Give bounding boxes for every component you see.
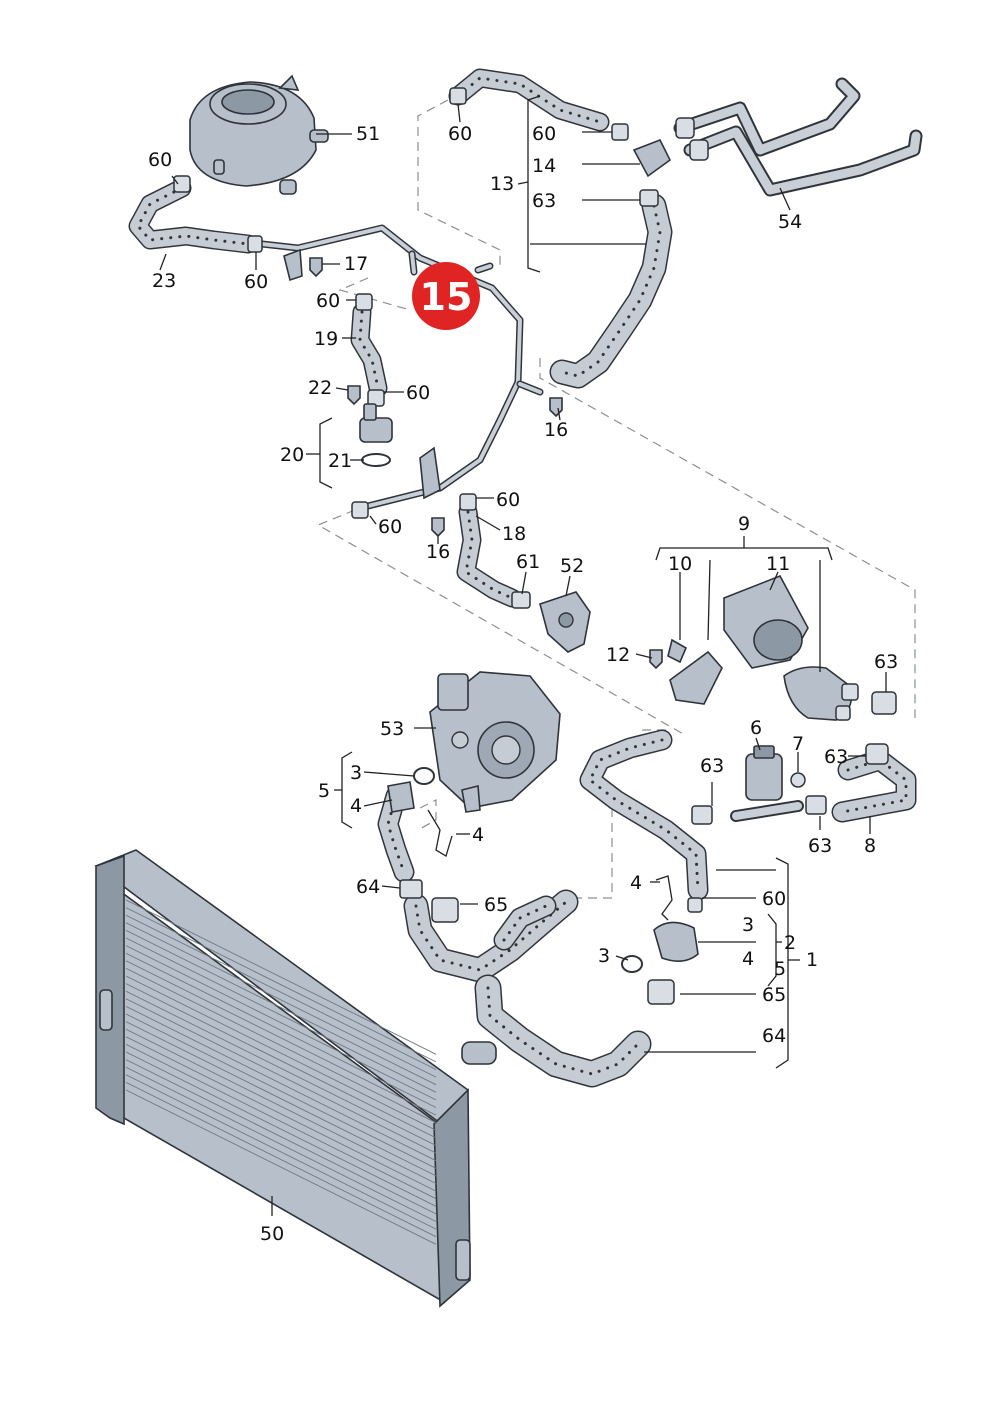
label-17: 17 <box>344 253 368 275</box>
hose-top-upper <box>448 68 610 132</box>
label-4-a: 4 <box>350 795 362 817</box>
label-63-r: 63 <box>874 651 898 673</box>
label-63-m: 63 <box>700 755 724 777</box>
label-18: 18 <box>502 523 526 545</box>
hose-right-13 <box>549 193 673 389</box>
shutoff-valve <box>691 691 897 825</box>
hose-pump-right <box>831 749 917 823</box>
hose-19 <box>350 302 388 398</box>
label-3-b: 3 <box>742 914 754 936</box>
label-63-top: 63 <box>532 190 556 212</box>
radiator <box>94 849 497 1308</box>
label-13: 13 <box>490 173 514 195</box>
hose-lower-main <box>474 974 652 1088</box>
label-5-a: 5 <box>318 780 330 802</box>
label-3-a: 3 <box>350 762 362 784</box>
label-64-b: 64 <box>762 1025 786 1047</box>
label-23: 23 <box>152 270 176 292</box>
label-16-a: 16 <box>544 419 568 441</box>
label-5-b: 5 <box>774 958 786 980</box>
label-6: 6 <box>750 717 762 739</box>
label-14: 14 <box>532 155 556 177</box>
hose-lower-left <box>403 889 579 983</box>
hose-18 <box>456 502 522 608</box>
coolant-flange-52 <box>539 591 591 653</box>
label-63-b: 63 <box>808 835 832 857</box>
clamps-and-fittings <box>173 87 672 670</box>
part-labels: 51 60 23 60 17 60 60 14 13 63 54 60 19 2… <box>148 123 898 1245</box>
label-64-a: 64 <box>356 876 380 898</box>
label-21: 21 <box>328 450 352 472</box>
label-10: 10 <box>668 553 692 575</box>
label-54: 54 <box>778 211 802 233</box>
label-60-top: 60 <box>448 123 472 145</box>
label-60-d: 60 <box>378 516 402 538</box>
label-60-e: 60 <box>762 888 786 910</box>
label-3-c: 3 <box>598 945 610 967</box>
rigid-coolant-pipe <box>258 224 544 512</box>
label-60-low: 60 <box>244 271 268 293</box>
label-65-a: 65 <box>484 894 508 916</box>
label-4-b: 4 <box>472 824 484 846</box>
label-2: 2 <box>784 932 796 954</box>
label-60-mid: 60 <box>316 290 340 312</box>
leader-lines <box>159 95 887 1216</box>
label-51: 51 <box>356 123 380 145</box>
label-50: 50 <box>260 1223 284 1245</box>
label-4-c: 4 <box>630 872 642 894</box>
coolant-pipes-54 <box>673 77 923 197</box>
label-22: 22 <box>308 377 332 399</box>
hose-lower-mid <box>493 895 557 951</box>
label-9: 9 <box>738 513 750 535</box>
label-19: 19 <box>314 328 338 350</box>
label-20: 20 <box>280 444 304 466</box>
lower-fittings <box>387 767 703 1005</box>
label-60-a: 60 <box>532 123 556 145</box>
label-60-b: 60 <box>406 382 430 404</box>
label-53: 53 <box>380 718 404 740</box>
callout-badge[interactable]: 15 <box>412 262 480 330</box>
label-63-r2: 63 <box>824 746 848 768</box>
label-60-c: 60 <box>496 489 520 511</box>
label-4-d: 4 <box>742 948 754 970</box>
label-7: 7 <box>792 733 804 755</box>
label-65-b: 65 <box>762 984 786 1006</box>
expansion-tank <box>189 74 329 195</box>
label-60-tank: 60 <box>148 149 172 171</box>
hose-tank-23 <box>128 178 258 254</box>
label-1: 1 <box>806 949 818 971</box>
label-16-b: 16 <box>426 541 450 563</box>
label-12: 12 <box>606 644 630 666</box>
label-11: 11 <box>766 553 790 575</box>
hose-lower-upper <box>579 729 709 901</box>
badge-number: 15 <box>420 275 473 319</box>
label-61: 61 <box>516 551 540 573</box>
water-pump-housing <box>429 671 561 813</box>
label-52: 52 <box>560 555 584 577</box>
label-8: 8 <box>864 835 876 857</box>
hoses <box>128 68 917 1088</box>
auxiliary-pump-assembly <box>667 574 859 721</box>
